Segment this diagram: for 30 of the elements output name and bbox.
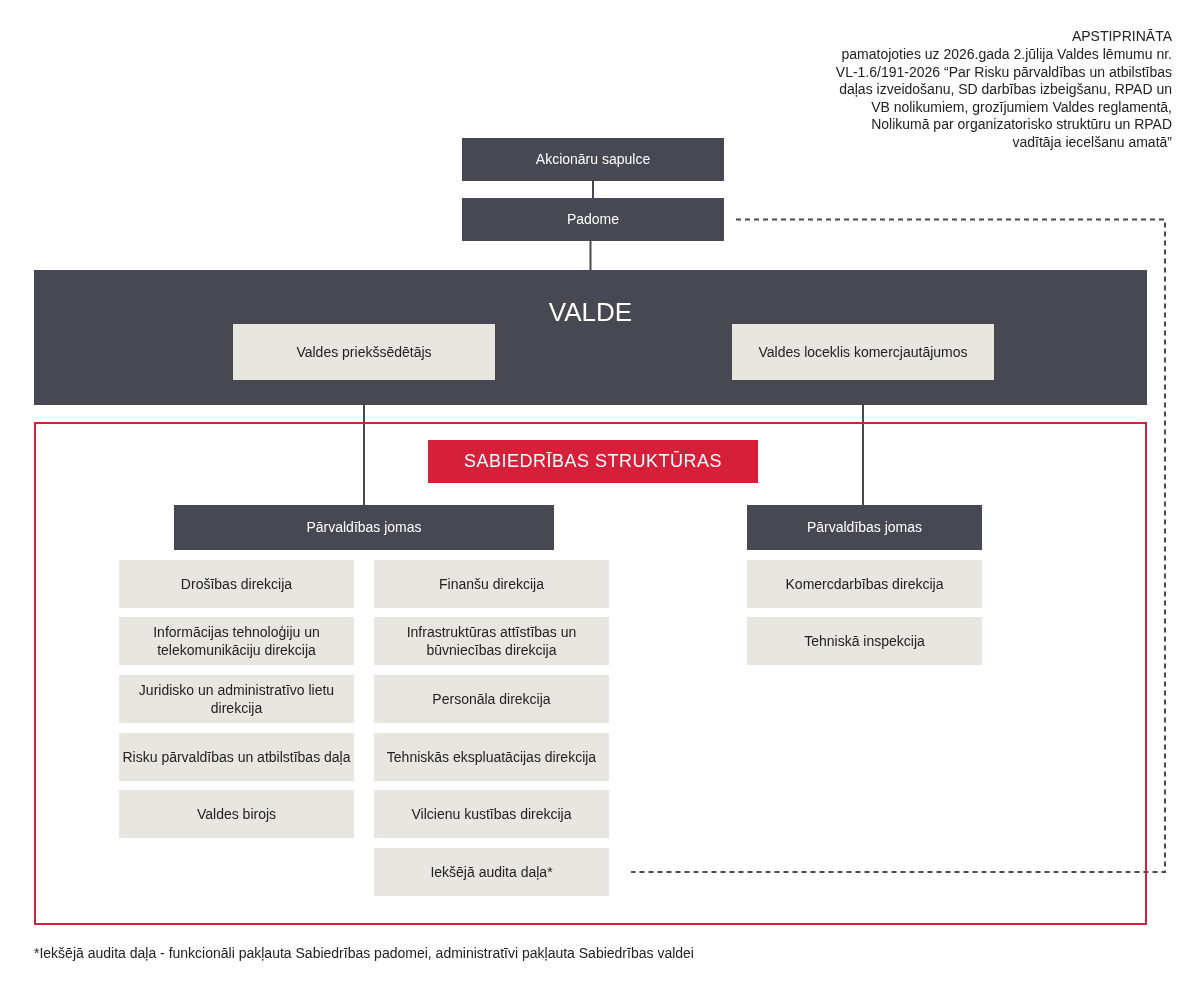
connector-line [592, 180, 594, 199]
connector-line [862, 404, 864, 506]
department-box: Informācijas tehnoloģiju un telekomunikāciju direkcija [119, 617, 354, 665]
connector-line [363, 404, 365, 506]
category-box: Pārvaldības jomas [174, 505, 554, 550]
department-box: Infrastruktūras attīstības un būvniecības direkcija [374, 617, 609, 665]
department-box: Juridisko un administratīvo lietu direkcija [119, 675, 354, 723]
department-box: Vilcienu kustības direkcija [374, 790, 609, 838]
board-panel: VALDE Valdes priekšsēdētājs Valdes loceklis komercjautājumos [34, 270, 1147, 405]
approval-note: pamatojoties uz 2026.gada 2.jūlija Valdes lēmumu nr. VL-1.6/191-2026 “Par Risku pārvaldības un atbilstības daļas izveidošanu, SD darbības izbeigšanu, RPAD un VB nolikumiem, grozījumiem Valdes reglamentā, Nolikumā par organizatorisko struktūru un RPAD vadītāja iecelšanu amatā” [834, 46, 1172, 151]
approval-title: APSTIPRINĀTA [1070, 28, 1172, 46]
department-box: Valdes birojs [119, 790, 354, 838]
footnote: *Iekšējā audita daļa - funkcionāli pakļauta Sabiedrības padomei, administratīvi pakļauta Sabiedrības valdei [34, 945, 695, 963]
department-box: Komercdarbības direkcija [747, 560, 982, 608]
department-box: Drošības direkcija [119, 560, 354, 608]
section-heading-box: SABIEDRĪBAS STRUKTŪRAS [428, 440, 758, 483]
department-box: Tehniskās ekspluatācijas direkcija [374, 733, 609, 781]
department-box: Valdes priekšsēdētājs [233, 324, 495, 380]
department-box: Tehniskā inspekcija [747, 617, 982, 665]
governance-box: Padome [462, 198, 724, 241]
connector-line [589, 240, 592, 271]
department-box: Iekšējā audita daļa* [374, 848, 609, 896]
dashed-connector [630, 218, 1166, 873]
governance-box: Akcionāru sapulce [462, 138, 724, 181]
department-box: Finanšu direkcija [374, 560, 609, 608]
category-box: Pārvaldības jomas [747, 505, 982, 550]
department-box: Valdes loceklis komercjautājumos [732, 324, 994, 380]
structure-frame [34, 422, 1147, 925]
department-box: Personāla direkcija [374, 675, 609, 723]
department-box: Risku pārvaldības un atbilstības daļa [119, 733, 354, 781]
